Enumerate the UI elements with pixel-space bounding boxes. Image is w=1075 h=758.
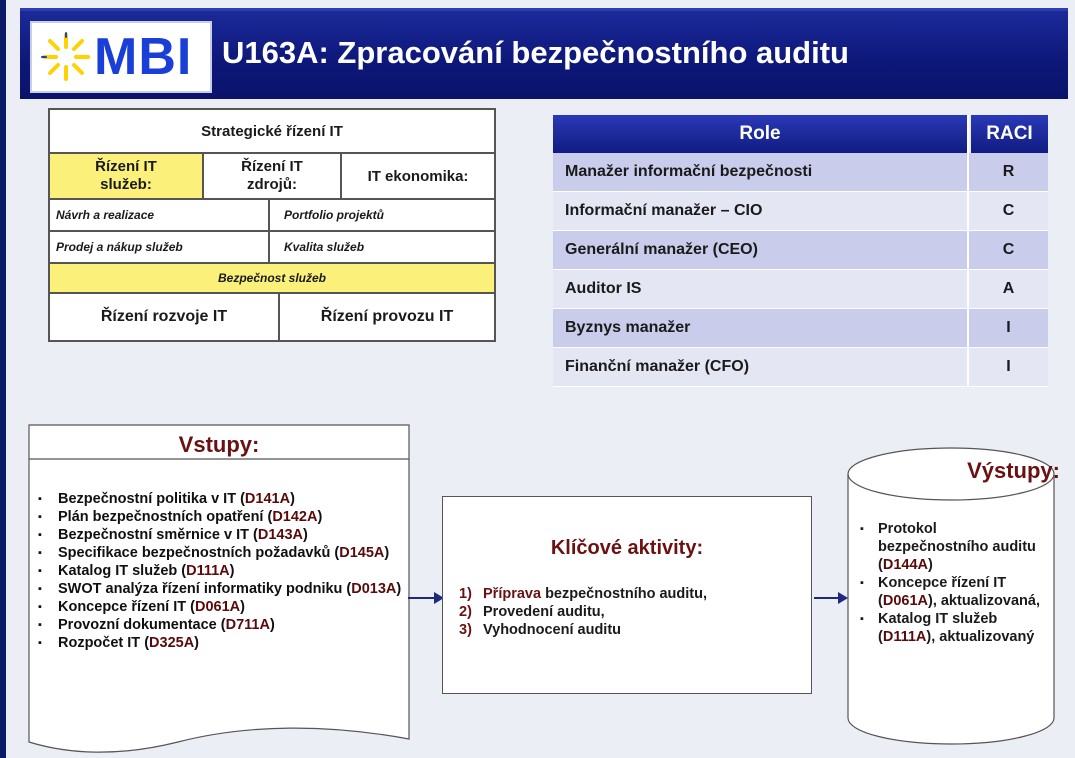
activities-title: Klíčové aktivity: xyxy=(550,537,704,559)
raci-header-role: Role xyxy=(553,115,969,153)
raci-role: Auditor IS xyxy=(553,270,969,308)
raci-role: Generální manažer (CEO) xyxy=(553,231,969,269)
list-item: Provozní dokumentace (D711A) xyxy=(36,616,410,634)
outputs-list: Protokol bezpečnostního auditu (D144A) K… xyxy=(858,520,1048,646)
raci-row: Finanční manažer (CFO) I xyxy=(553,348,1048,387)
services-line2: služeb: xyxy=(100,176,152,193)
header-banner: MBI U163A: Zpracování bezpečnostního aud… xyxy=(20,8,1068,99)
list-item: Plán bezpečnostních opatření (D142A) xyxy=(36,508,410,526)
raci-header-raci: RACI xyxy=(971,115,1048,153)
list-item: Specifikace bezpečnostních požadavků (D1… xyxy=(36,544,410,562)
raci-row: Byznys manažer I xyxy=(553,309,1048,348)
mbi-logo: MBI xyxy=(30,21,212,93)
raci-role: Manažer informační bezpečnosti xyxy=(553,153,969,191)
list-item: Katalog IT služeb (D111A), aktualizovaný xyxy=(858,610,1048,646)
list-item: Bezpečnostní politika v IT (D141A) xyxy=(36,490,410,508)
raci-role: Byznys manažer xyxy=(553,309,969,347)
raci-value: C xyxy=(1002,241,1015,258)
list-item: 3)Vyhodnocení auditu xyxy=(459,622,622,638)
list-item: Koncepce řízení IT (D061A) xyxy=(36,598,410,616)
raci-role: Informační manažer – CIO xyxy=(553,192,969,230)
project-portfolio: Portfolio projektů xyxy=(269,199,495,231)
service-sales-purchase: Prodej a nákup služeb xyxy=(49,231,269,263)
raci-value: I xyxy=(1006,358,1011,375)
inputs-list: Bezpečnostní politika v IT (D141A) Plán … xyxy=(36,490,410,652)
raci-value: R xyxy=(1002,163,1015,180)
list-item: 2)Provedení auditu, xyxy=(459,604,605,620)
page-title: U163A: Zpracování bezpečnostního auditu xyxy=(222,35,849,70)
raci-value: I xyxy=(1006,319,1011,336)
it-operations-management: Řízení provozu IT xyxy=(279,293,495,341)
list-item: Katalog IT služeb (D111A) xyxy=(36,562,410,580)
strategic-it-management: Strategické řízení IT xyxy=(49,109,495,153)
activities-list: 1)Příprava bezpečnostního auditu, 2)Prov… xyxy=(459,585,707,639)
raci-row: Generální manažer (CEO) C xyxy=(553,231,1048,270)
list-item: Rozpočet IT (D325A) xyxy=(36,634,410,652)
list-item: Bezpečnostní směrnice v IT (D143A) xyxy=(36,526,410,544)
left-frame-bar xyxy=(0,0,6,758)
raci-row: Auditor IS A xyxy=(553,270,1048,309)
raci-row: Informační manažer – CIO C xyxy=(553,192,1048,231)
service-security: Bezpečnost služeb xyxy=(49,263,495,293)
service-quality: Kvalita služeb xyxy=(269,231,495,263)
list-item: Protokol bezpečnostního auditu (D144A) xyxy=(858,520,1048,574)
arrow-to-activities xyxy=(408,592,444,604)
design-and-implementation: Návrh a realizace xyxy=(49,199,269,231)
services-line1: Řízení IT xyxy=(95,158,157,175)
inputs-title: Vstupy: xyxy=(178,432,260,457)
raci-row: Manažer informační bezpečnosti R xyxy=(553,153,1048,192)
raci-value: A xyxy=(1002,280,1015,297)
resources-line1: Řízení IT xyxy=(241,158,303,175)
it-economics: IT ekonomika: xyxy=(341,153,495,199)
raci-value: C xyxy=(1002,202,1015,219)
list-item: SWOT analýza řízení informatiky podniku … xyxy=(36,580,410,598)
raci-table: Role RACI Manažer informační bezpečnosti… xyxy=(553,115,1048,387)
arrow-to-outputs xyxy=(814,592,848,604)
it-development-management: Řízení rozvoje IT xyxy=(49,293,279,341)
list-item: 1)Příprava bezpečnostního auditu, xyxy=(459,586,707,602)
list-item: Koncepce řízení IT (D061A), aktualizovan… xyxy=(858,574,1048,610)
outputs-title: Výstupy: xyxy=(967,458,1060,483)
resources-line2: zdrojů: xyxy=(246,176,297,193)
raci-role: Finanční manažer (CFO) xyxy=(553,348,969,386)
sun-icon xyxy=(41,32,90,81)
key-activities-box: Klíčové aktivity: 1)Příprava bezpečnostn… xyxy=(442,496,812,694)
logo-text: MBI xyxy=(94,28,193,86)
